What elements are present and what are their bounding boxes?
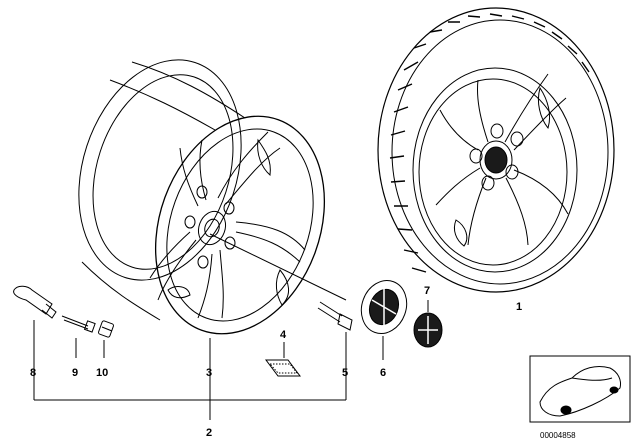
- emblem-drawing: [413, 312, 443, 348]
- callout-6: 6: [380, 367, 386, 379]
- complete-wheel-drawing: [377, 7, 615, 293]
- hub-cap-drawing: [360, 280, 408, 334]
- car-thumbnail: [529, 355, 631, 423]
- wheel-bolt-drawing: [317, 301, 353, 331]
- callout-9: 9: [72, 367, 78, 379]
- callout-3: 3: [206, 367, 212, 379]
- valve-core-drawing: [61, 315, 96, 333]
- callout-1: 1: [516, 301, 522, 313]
- callout-5: 5: [342, 367, 348, 379]
- rim-drawing: [78, 59, 326, 335]
- callout-10: 10: [96, 367, 108, 379]
- valve-cap-drawing: [98, 320, 114, 338]
- leader-lines: [33, 233, 429, 420]
- callout-2: 2: [206, 427, 212, 439]
- callout-8: 8: [30, 367, 36, 379]
- callout-4: 4: [280, 329, 287, 341]
- diagram-reference-number: 00004858: [540, 431, 576, 440]
- valve-drawing: [13, 285, 57, 319]
- label-plate-drawing: [265, 359, 301, 377]
- callout-7: 7: [424, 285, 430, 297]
